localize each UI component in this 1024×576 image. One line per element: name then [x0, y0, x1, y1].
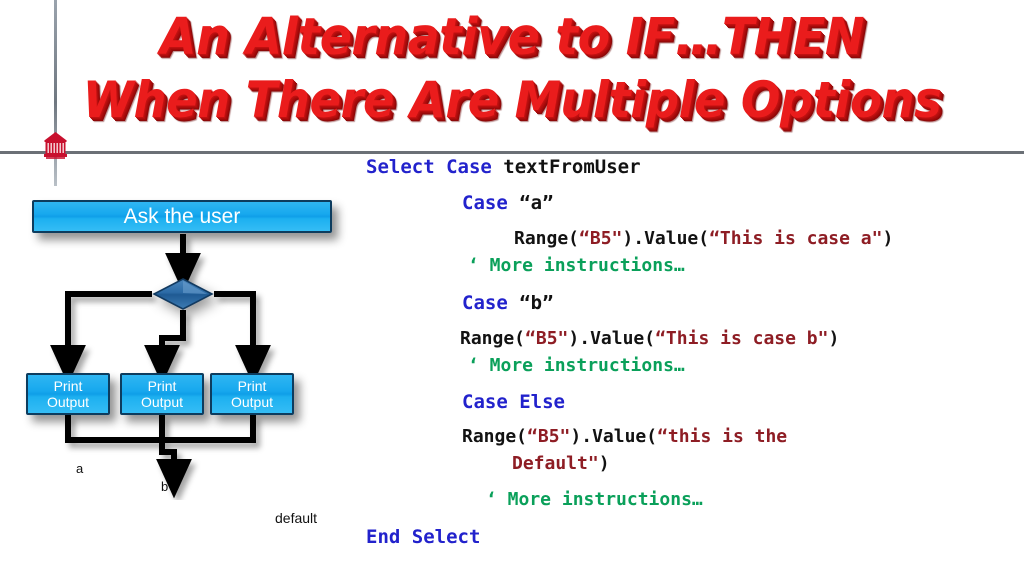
- code-token: “This is case a": [709, 228, 883, 249]
- code-token: ): [598, 453, 610, 474]
- code-token: “B5": [579, 228, 623, 249]
- slide-title: An Alternative to IF…THEN When There Are…: [0, 6, 1024, 132]
- branch-label-b: b: [161, 479, 169, 494]
- code-line-4: ‘ More instructions…: [468, 257, 685, 275]
- code-line-8: Case Else: [462, 393, 565, 412]
- code-token: ).Value(: [568, 328, 656, 349]
- code-token: “this is the: [657, 426, 788, 447]
- vertical-accent-line: [54, 0, 57, 186]
- code-token: Range(: [460, 328, 526, 349]
- branch-label-a: a: [76, 461, 84, 476]
- ask-box-label: Ask the user: [123, 204, 241, 228]
- code-token: Case: [462, 192, 520, 214]
- code-token: Range(: [462, 426, 528, 447]
- code-token: Select Case: [366, 156, 504, 178]
- code-line-1: Select Case textFromUser: [366, 158, 641, 177]
- code-token: ): [882, 228, 894, 249]
- code-token: ‘ More instructions…: [468, 355, 685, 376]
- code-token: textFromUser: [503, 156, 641, 178]
- code-line-12: End Select: [366, 528, 480, 547]
- code-token: “a”: [519, 192, 554, 214]
- code-token: Range(: [514, 228, 580, 249]
- title-line-2: When There Are Multiple Options: [82, 71, 942, 129]
- code-token: “b”: [519, 292, 554, 314]
- code-line-2: Case “a”: [462, 194, 554, 213]
- flowchart-connectors: [49, 234, 271, 499]
- code-token: “B5": [525, 328, 569, 349]
- flowchart-node-ask-the-user[interactable]: Ask the user: [32, 200, 332, 233]
- code-line-5: Case “b”: [462, 294, 554, 313]
- code-line-11: ‘ More instructions…: [486, 491, 703, 509]
- code-line-9: Range(“B5").Value(“this is the: [462, 428, 787, 446]
- rotunda-logo-icon: [44, 132, 67, 159]
- flowchart-decision-diamond[interactable]: [152, 278, 214, 310]
- code-line-6: Range(“B5").Value(“This is case b"): [460, 330, 839, 348]
- code-token: Case Else: [462, 391, 565, 413]
- code-token: ): [828, 328, 840, 349]
- code-line-3: Range(“B5").Value(“This is case a"): [514, 230, 893, 248]
- code-token: ‘ More instructions…: [468, 255, 685, 276]
- code-token: Case: [462, 292, 520, 314]
- vba-code-block: Select Case textFromUser Case “a” Range(…: [366, 158, 1024, 547]
- code-token: Default": [512, 453, 599, 474]
- code-token: “This is case b": [655, 328, 829, 349]
- title-line-1: An Alternative to IF…THEN: [159, 8, 865, 67]
- horizontal-divider: [0, 151, 1024, 154]
- code-line-10: Default"): [512, 455, 610, 473]
- branch-label-default: default: [275, 510, 318, 526]
- code-line-7: ‘ More instructions…: [468, 357, 685, 375]
- code-token: ).Value(: [570, 426, 658, 447]
- code-token: “B5": [527, 426, 571, 447]
- code-token: ).Value(: [622, 228, 710, 249]
- code-token: End Select: [366, 526, 481, 548]
- code-token: ‘ More instructions…: [486, 489, 703, 510]
